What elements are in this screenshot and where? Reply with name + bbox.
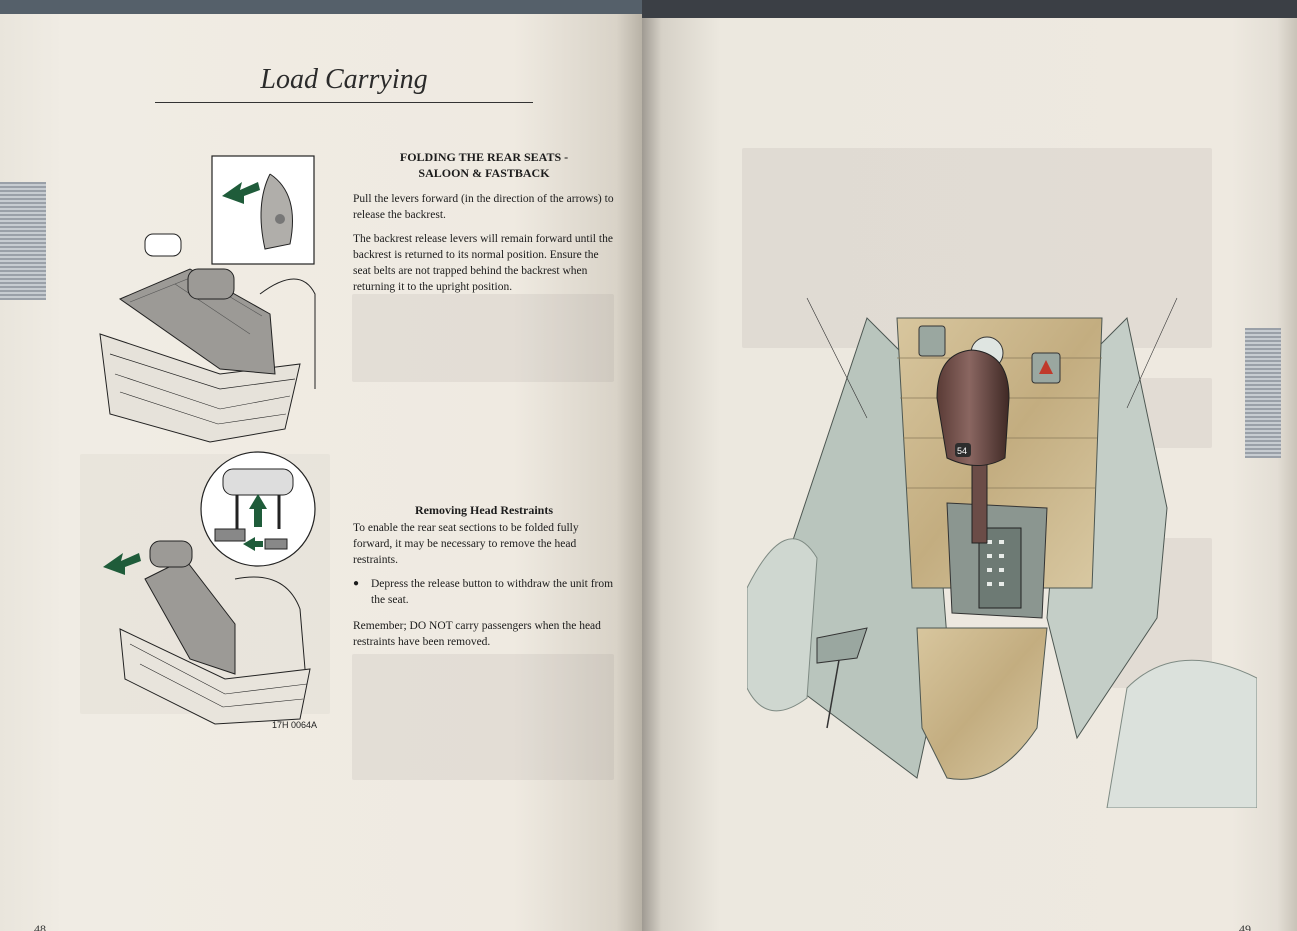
right-page: 54 49 [642,0,1297,931]
left-page: Load Carrying [0,0,642,931]
page-number: 48 [34,922,46,931]
bullet-text: Depress the release button to withdraw t… [371,578,614,606]
heading-line-1: FOLDING THE REAR SEATS - [399,150,569,164]
thumb-index-tab [1245,328,1281,458]
gear-selector-console-illustration: 54 [747,297,1257,808]
bullet-item: ● Depress the release button to withdraw… [353,576,615,608]
removing-head-restraints-section: Removing Head Restraints To enable the r… [353,502,615,658]
section-heading: FOLDING THE REAR SEATS - SALOON & FASTBA… [353,149,615,181]
head-restraint-removal-illustration [103,451,316,725]
folding-rear-seats-section: FOLDING THE REAR SEATS - SALOON & FASTBA… [353,149,615,303]
page-number: 49 [1239,922,1251,931]
thumb-index-tab [0,182,46,300]
show-through-block [352,294,614,382]
page-title: Load Carrying [155,64,533,103]
paragraph: Pull the levers forward (in the directio… [353,193,614,221]
show-through-block [352,654,614,780]
section-heading: Removing Head Restraints [415,503,553,517]
gear-label: 54 [957,446,967,456]
show-through-block [742,148,1212,348]
heading-line-2: SALOON & FASTBACK [418,166,550,180]
bullet-icon: ● [353,578,360,589]
rear-seat-release-illustration [99,155,316,443]
figure-label: 17H 0064A [272,720,318,730]
paragraph: Remember; DO NOT carry passengers when t… [353,620,601,648]
paragraph: The backrest release levers will remain … [353,233,613,293]
paragraph: To enable the rear seat sections to be f… [353,522,579,566]
